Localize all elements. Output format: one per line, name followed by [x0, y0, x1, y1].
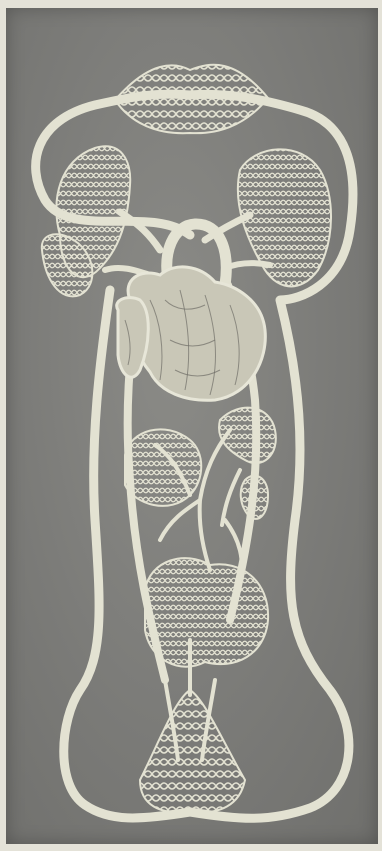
spleen-capillaries: [241, 476, 268, 519]
top-capillary-bed: [115, 65, 268, 133]
intestine-capillaries: [145, 558, 268, 667]
lower-capillary-bed: [140, 690, 245, 813]
heart-illustration: [117, 267, 266, 400]
